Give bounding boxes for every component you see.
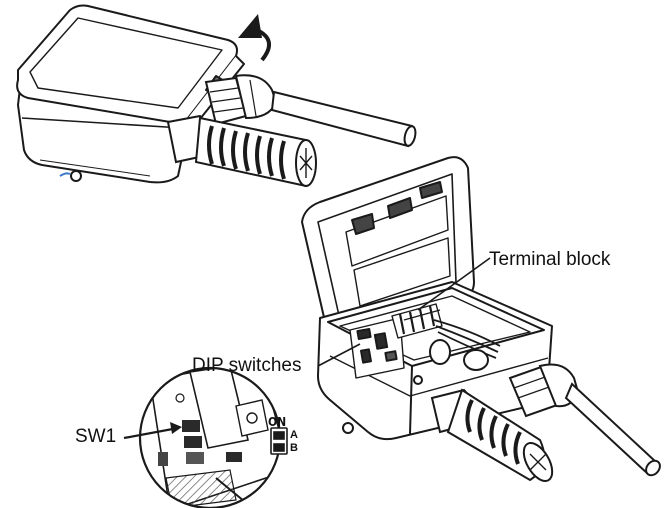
bottom-sensor-probe-icon [430,388,554,482]
switch-on-label: ON [268,415,287,429]
pcb-board [349,317,405,379]
zoom-detail [123,366,282,508]
switch-b-label: B [290,442,298,454]
terminal-block [391,303,443,339]
dip-switch-icon [270,427,288,455]
terminal-block-leader [417,257,491,311]
switch-a-label: A [290,429,298,441]
screw [413,375,423,385]
sw1-arrow [123,426,179,440]
terminal-block-label: Terminal block [489,249,611,270]
sw1-label: SW1 [75,426,117,447]
top-sensor-probe-icon [166,114,317,188]
lid-open-arrow-icon [238,14,272,62]
internal-wires [433,319,501,359]
bottom-cable-gland-icon [508,363,661,477]
callout-lines [317,257,491,367]
dip-switch-leader [317,343,361,367]
screw [70,170,82,182]
top-cable-gland-icon [204,74,417,148]
bottom-cable [564,382,658,476]
dip-switches-label: DIP switches [192,355,302,376]
open-enclosure [301,156,553,441]
sw1-switch [182,420,200,432]
screw [342,422,354,434]
